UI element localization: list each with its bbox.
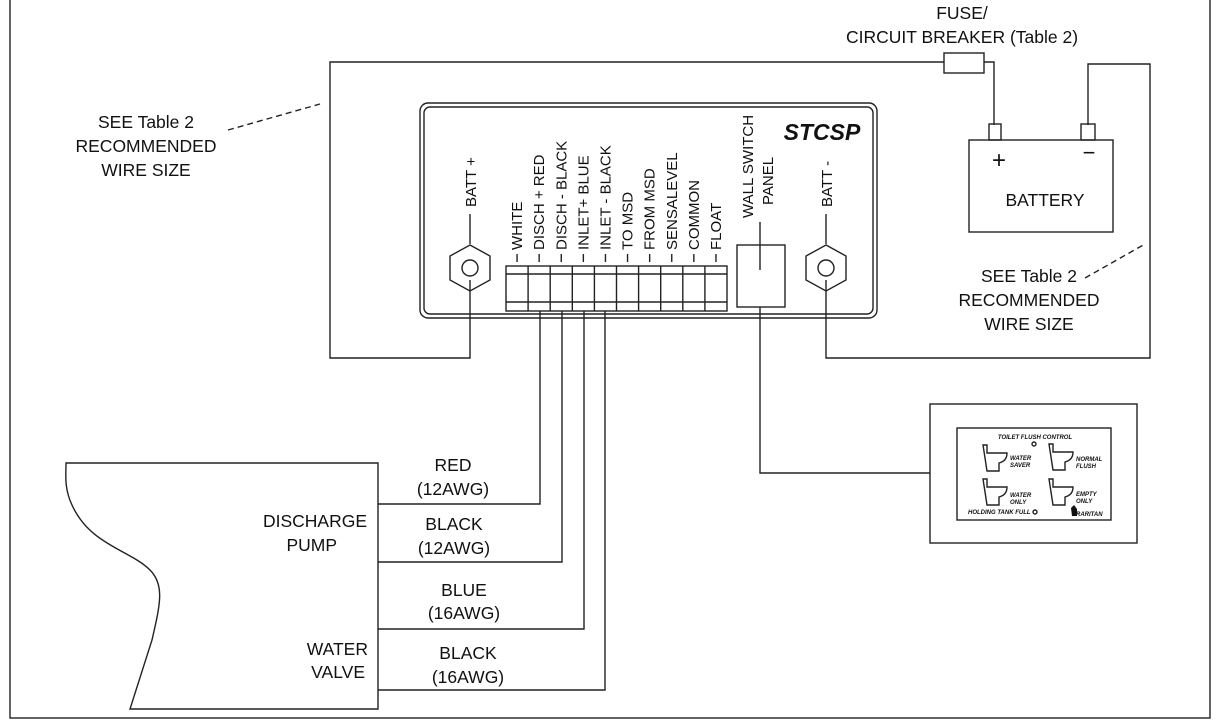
battery-label: BATTERY — [1005, 190, 1084, 210]
wire-label-gauge: (12AWG) — [418, 538, 490, 558]
brand-label: RARITAN — [1076, 512, 1103, 518]
fuse-label-1: FUSE/ — [936, 3, 988, 23]
wire-black-16 — [378, 311, 606, 691]
holding-tank-full-label: HOLDING TANK FULL — [968, 510, 1031, 516]
wire-label-gauge: (12AWG) — [417, 479, 489, 499]
terminal-label: TO MSD — [620, 192, 637, 250]
wire-note-left-1: SEE Table 2 — [98, 112, 194, 132]
wire-label-color: BLACK — [425, 514, 483, 534]
wire-label-gauge: (16AWG) — [432, 667, 504, 687]
button-label: WATER — [1010, 493, 1032, 499]
terminal-label: COMMON — [686, 180, 703, 250]
battery-minus-sign: − — [1083, 140, 1096, 165]
button-label: ONLY — [1076, 499, 1093, 505]
empty-only-button[interactable]: EMPTY ONLY — [1048, 478, 1098, 506]
button-label: NORMAL — [1076, 457, 1103, 463]
button-label: FLUSH — [1076, 464, 1097, 470]
wire-note-left-3: WIRE SIZE — [101, 160, 190, 180]
terminal-label: INLET+ BLUE — [575, 155, 592, 250]
terminal-label: WHITE — [509, 202, 526, 250]
panel-title: TOILET FLUSH CONTROL — [998, 435, 1073, 441]
wall-switch-label-1: WALL SWITCH — [740, 115, 757, 218]
water-only-button[interactable]: WATER ONLY — [982, 478, 1032, 506]
water-saver-button[interactable]: WATER SAVER — [982, 444, 1032, 472]
wire-note-right-2: RECOMMENDED — [959, 290, 1100, 310]
wire-red — [378, 311, 541, 505]
battery-plus-sign: + — [992, 147, 1006, 174]
button-label: WATER — [1010, 456, 1032, 462]
wire-note-right: SEE Table 2 RECOMMENDED WIRE SIZE — [959, 243, 1146, 334]
battery-negative-terminal — [1080, 123, 1096, 141]
positive-wire — [329, 61, 944, 359]
terminal-label: SENSALEVEL — [664, 152, 681, 250]
batt-plus-stud — [449, 244, 491, 292]
wire-blue — [378, 311, 585, 630]
wire-black-12 — [378, 311, 563, 563]
valve-label-2: VALVE — [311, 662, 365, 682]
wire-labels: RED (12AWG) BLACK (12AWG) BLUE (16AWG) B… — [417, 455, 504, 687]
wall-switch-connector — [736, 244, 786, 308]
wire-note-right-3: WIRE SIZE — [984, 314, 1073, 334]
fuse-symbol — [943, 52, 985, 74]
raritan-logo — [1071, 505, 1077, 516]
wire-note-right-1: SEE Table 2 — [981, 266, 1077, 286]
pump-label-1: DISCHARGE — [263, 511, 367, 531]
wall-switch-label-2: PANEL — [760, 157, 777, 205]
controller-stcsp: STCSP BATT + BATT - WALL SWITCH PANEL WH… — [419, 102, 878, 319]
valve-label-1: WATER — [307, 639, 368, 659]
pump-label-2: PUMP — [286, 535, 337, 555]
leader-line — [1084, 243, 1146, 279]
terminal-label: DISCH + RED — [531, 154, 548, 250]
wall-switch-wire — [759, 307, 930, 474]
batt-minus-label: BATT - — [819, 161, 836, 207]
holding-tank-indicator-light — [1032, 509, 1038, 515]
frame — [9, 0, 1211, 719]
wire-label-color: BLACK — [439, 643, 497, 663]
batt-minus-stud — [805, 244, 847, 292]
wire-note-left-2: RECOMMENDED — [76, 136, 217, 156]
battery-positive-terminal — [988, 123, 1002, 141]
wire-label-gauge: (16AWG) — [428, 603, 500, 623]
toilet-base — [65, 462, 379, 710]
negative-wire — [825, 63, 1151, 359]
controller-title: STCSP — [784, 119, 861, 145]
wire-label-color: BLUE — [441, 580, 487, 600]
battery: + − BATTERY — [968, 123, 1114, 233]
normal-flush-button[interactable]: NORMAL FLUSH — [1048, 443, 1103, 471]
wire-note-left: SEE Table 2 RECOMMENDED WIRE SIZE — [76, 103, 321, 180]
fuse-label-2: CIRCUIT BREAKER (Table 2) — [846, 27, 1078, 47]
terminal-label: FROM MSD — [642, 168, 659, 250]
terminal-label: FLOAT — [708, 203, 725, 250]
fuse-to-battery-wire — [984, 61, 995, 125]
terminal-label: DISCH - BLACK — [553, 141, 570, 250]
button-label: EMPTY — [1076, 492, 1098, 498]
terminal-label: INLET - BLACK — [597, 145, 614, 250]
batt-plus-label: BATT + — [463, 157, 480, 207]
wire-label-color: RED — [435, 455, 472, 475]
leader-line — [227, 103, 321, 131]
toilet-flush-control-panel: TOILET FLUSH CONTROL WATER SAVER NORMAL … — [929, 403, 1138, 544]
terminal-block — [505, 265, 728, 312]
button-label: ONLY — [1010, 500, 1027, 506]
button-label: SAVER — [1010, 463, 1031, 469]
